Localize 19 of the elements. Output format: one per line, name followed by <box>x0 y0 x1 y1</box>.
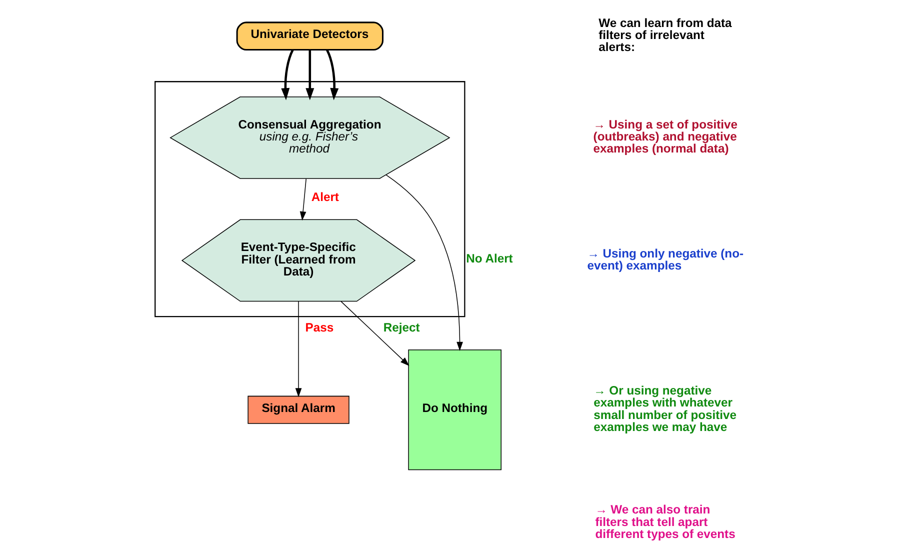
label: → Using only negative (no-event) examples <box>587 246 744 272</box>
arrow <box>306 50 314 100</box>
arrow <box>326 49 339 100</box>
node-box: Univariate Detectors <box>236 22 384 51</box>
label: → Using a set of positive (outbreaks) and negative examples (normal data) <box>593 117 738 156</box>
edge-label: No Alert <box>466 252 513 266</box>
cluster <box>154 81 466 318</box>
label: We can learn from data filters of irrelevant alerts: <box>598 16 732 54</box>
arrow <box>281 49 294 100</box>
arrow <box>295 301 302 398</box>
arrow <box>386 174 463 351</box>
edge-label: Pass <box>305 320 334 335</box>
node-box: Signal Alarm <box>248 396 350 424</box>
edge-label: Alert <box>311 190 339 204</box>
label: → Or using negative examples with whatever small number of positive examples we may have <box>594 384 737 434</box>
label: → We can also train filters that tell apart different types of events <box>595 502 736 541</box>
edge-label: Reject <box>383 320 420 335</box>
arrow <box>300 178 306 221</box>
node-box: Do Nothing <box>408 350 502 470</box>
